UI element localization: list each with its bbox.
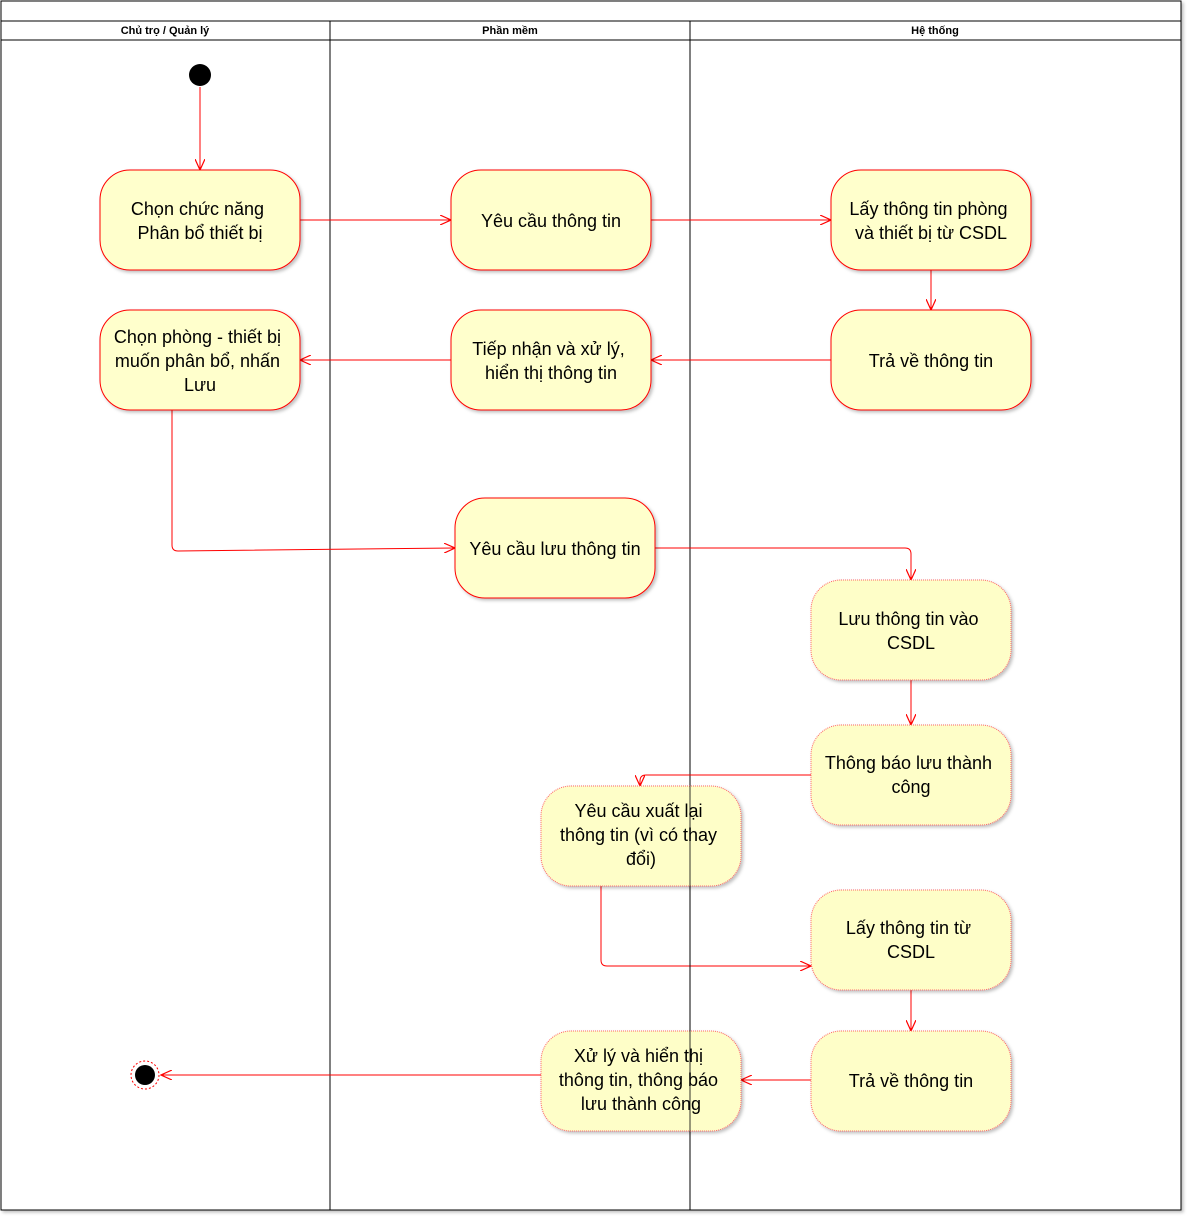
action-n1 — [99, 169, 301, 271]
action-n1-line-1: Chọn chức năng — [131, 199, 264, 219]
action-n13-label: Xử lý và hiển thị thông tin, thông báo l… — [559, 1046, 723, 1114]
edge-n7-to-n8 — [655, 547, 911, 580]
action-n10 — [540, 785, 742, 887]
action-n10-line-1: Yêu cầu xuất lại — [574, 801, 702, 821]
action-n1-label: Chọn chức năng Phân bổ thiết bị — [131, 199, 269, 243]
action-n8-label: Lưu thông tin vào CSDL — [838, 609, 983, 653]
action-n8-line-2: CSDL — [887, 633, 935, 653]
lane-title-actor: Chủ trọ / Quản lý — [121, 25, 210, 37]
action-n9-line-2: công — [891, 777, 930, 797]
action-n4 — [830, 309, 1032, 411]
action-n2-label: Yêu cầu thông tin — [481, 211, 621, 231]
action-n3-line-1: Lấy thông tin phòng — [849, 199, 1007, 219]
action-n9 — [810, 724, 1012, 826]
action-n10-label: Yêu cầu xuất lại thông tin (vì có thay đ… — [560, 801, 722, 869]
action-n13-line-1: Xử lý và hiển thị — [574, 1046, 703, 1066]
action-n6-line-2: muốn phân bổ, nhấn — [115, 351, 280, 371]
action-n8-line-1: Lưu thông tin vào — [838, 609, 978, 629]
action-n2-line-1: Yêu cầu thông tin — [481, 211, 621, 231]
initial-node — [189, 64, 211, 86]
action-n8 — [810, 579, 1012, 681]
action-n6-line-1: Chọn phòng - thiết bị — [114, 327, 281, 347]
action-n5-label: Tiếp nhận và xử lý, hiển thị thông tin — [472, 339, 629, 383]
action-n5-line-1: Tiếp nhận và xử lý, — [472, 339, 624, 359]
action-n3 — [830, 169, 1032, 271]
action-n4-label: Trả về thông tin — [869, 351, 993, 371]
action-n4-line-1: Trả về thông tin — [869, 351, 993, 371]
lane-title-system: Hệ thống — [911, 25, 959, 37]
action-n13-line-3: lưu thành công — [581, 1094, 701, 1114]
action-n6 — [99, 309, 301, 411]
action-n6-line-3: Lưu — [184, 375, 216, 395]
lane-title-software: Phần mềm — [482, 25, 538, 37]
action-n12 — [810, 1030, 1012, 1132]
action-n11-label: Lấy thông tin từ CSDL — [846, 918, 976, 962]
action-n12-label: Trả về thông tin — [849, 1071, 973, 1091]
action-n9-label: Thông báo lưu thành công — [825, 753, 997, 797]
action-n2 — [450, 169, 652, 271]
action-n10-line-2: thông tin (vì có thay — [560, 825, 717, 845]
action-n13 — [540, 1030, 742, 1132]
edge-n6-to-n7 — [171, 410, 455, 551]
action-n1-line-2: Phân bổ thiết bị — [137, 223, 262, 243]
action-n13-line-2: thông tin, thông báo — [559, 1070, 718, 1090]
edge-n9-to-n10 — [640, 774, 811, 786]
edges — [161, 87, 931, 1080]
action-n5-line-2: hiển thị thông tin — [485, 363, 617, 383]
action-n7-label: Yêu cầu lưu thông tin — [469, 539, 640, 559]
action-n3-label: Lấy thông tin phòng và thiết bị từ CSDL — [849, 199, 1012, 243]
action-n9-line-1: Thông báo lưu thành — [825, 753, 992, 773]
action-n12-line-1: Trả về thông tin — [849, 1071, 973, 1091]
action-n6-label: Chọn phòng - thiết bị muốn phân bổ, nhấn… — [114, 327, 286, 395]
action-n3-line-2: và thiết bị từ CSDL — [855, 223, 1007, 243]
action-n7-line-1: Yêu cầu lưu thông tin — [469, 539, 640, 559]
action-n7 — [454, 497, 656, 599]
action-n11-line-1: Lấy thông tin từ — [846, 918, 971, 938]
action-n5 — [450, 309, 652, 411]
action-n11 — [810, 889, 1012, 991]
action-n11-line-2: CSDL — [887, 942, 935, 962]
action-n10-line-3: đổi) — [626, 849, 656, 869]
final-node — [130, 1060, 160, 1090]
edge-n10-to-n11 — [600, 885, 811, 966]
